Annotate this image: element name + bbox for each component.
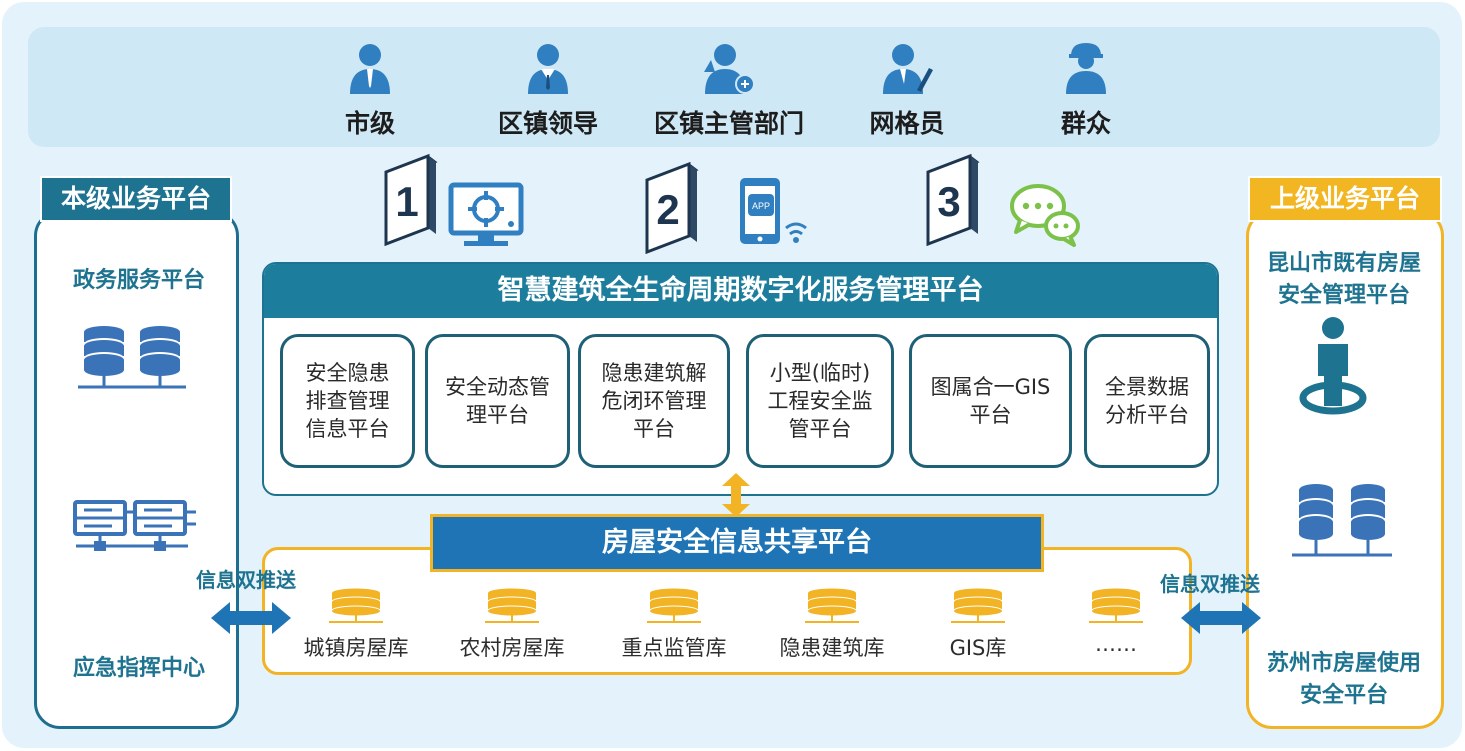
module-line: 隐患建筑解 <box>601 361 707 385</box>
module-hazard-inspection: 安全隐患 排查管理 信息平台 <box>280 334 415 468</box>
database-urban-housing: 城镇房屋库 <box>281 588 431 662</box>
user-role-label: 区镇领导 <box>497 109 598 138</box>
superior-business-platform-title: 上级业务平台 <box>1248 176 1442 222</box>
database-stack-icon <box>485 588 539 623</box>
kunshan-label-line1: 昆山市既有房屋 <box>1266 251 1421 276</box>
wechat-icon <box>1010 184 1080 247</box>
database-key-supervision: 重点监管库 <box>599 588 749 662</box>
module-small-project-supervision: 小型(临时) 工程安全监 管平台 <box>746 334 894 468</box>
official-icon <box>350 44 390 94</box>
module-gis-integration: 图属合一GIS 平台 <box>909 334 1072 468</box>
module-line: 全景数据 <box>1105 375 1189 399</box>
emergency-command-center-label: 应急指挥中心 <box>72 656 205 681</box>
user-role-label: 区镇主管部门 <box>653 109 804 138</box>
module-line: 图属合一GIS <box>930 375 1051 399</box>
superior-business-platform-panel <box>1246 210 1444 729</box>
database-label: 重点监管库 <box>621 636 727 660</box>
module-line: 平台 <box>969 403 1012 427</box>
user-role-grid-worker: 网格员 <box>817 42 997 142</box>
database-stack-icon <box>647 588 701 623</box>
database-label: 农村房屋库 <box>459 636 565 660</box>
grid-worker-icon <box>883 44 933 94</box>
horizontal-double-arrow-icon <box>211 602 291 634</box>
module-line: 平台 <box>633 417 675 441</box>
number-tile-2-label: 2 <box>656 186 679 233</box>
database-server-icon <box>1292 484 1392 557</box>
user-role-city: 市级 <box>280 42 460 142</box>
database-stack-icon <box>805 588 859 623</box>
module-line: 理平台 <box>466 403 529 427</box>
local-business-platform-panel <box>34 210 239 729</box>
smart-building-platform-title: 智慧建筑全生命周期数字化服务管理平台 <box>264 264 1217 318</box>
number-tile-3-label: 3 <box>937 178 960 225</box>
number-tile-2: 2 <box>645 162 699 254</box>
module-line: 管平台 <box>788 417 852 441</box>
push-label-left: 信息双推送 <box>196 568 296 592</box>
user-role-district-leader: 区镇领导 <box>458 42 638 142</box>
suzhou-housing-safety-platform-label: 苏州市房屋使用 安全平台 <box>1246 648 1442 712</box>
database-stack-icon <box>951 588 1005 623</box>
suzhou-label-line2: 安全平台 <box>1299 683 1388 708</box>
user-role-label: 网格员 <box>869 109 945 138</box>
database-label: 城镇房屋库 <box>303 636 409 660</box>
database-gis: GIS库 <box>903 588 1053 662</box>
user-role-label: 市级 <box>344 109 395 138</box>
kunshan-label-line2: 安全管理平台 <box>1277 283 1410 308</box>
user-role-district-department: 区镇主管部门 <box>639 42 819 142</box>
database-label: 隐患建筑库 <box>779 636 885 660</box>
horizontal-double-arrow-icon <box>1181 602 1261 634</box>
module-line: 排查管理 <box>305 389 390 413</box>
database-label: GIS库 <box>949 636 1007 660</box>
module-panoramic-data-analysis: 全景数据 分析平台 <box>1084 334 1210 468</box>
number-tile-1-label: 1 <box>395 178 418 225</box>
public-icon <box>1066 43 1106 94</box>
location-person-icon <box>1299 317 1367 415</box>
database-stack-icon <box>329 588 383 623</box>
network-server-icon <box>73 500 196 551</box>
monitor-icon <box>448 182 524 246</box>
vertical-double-arrow-icon <box>722 473 750 517</box>
local-business-platform-title: 本级业务平台 <box>40 176 232 222</box>
database-hazard-buildings: 隐患建筑库 <box>757 588 907 662</box>
database-server-icon <box>78 326 186 389</box>
number-tile-1: 1 <box>384 154 438 246</box>
user-role-label: 群众 <box>1060 109 1111 138</box>
database-more: …… <box>1041 588 1191 656</box>
suzhou-label-line1: 苏州市房屋使用 <box>1266 651 1421 676</box>
module-line: 小型(临时) <box>769 361 871 385</box>
number-tile-3: 3 <box>926 154 980 246</box>
module-line: 分析平台 <box>1105 403 1189 427</box>
database-label: …… <box>1095 632 1137 656</box>
module-line: 安全隐患 <box>305 361 390 385</box>
push-label-right: 信息双推送 <box>1160 572 1260 596</box>
module-safety-dynamics: 安全动态管 理平台 <box>425 334 570 468</box>
module-line: 信息平台 <box>305 417 390 441</box>
kunshan-housing-safety-platform-label: 昆山市既有房屋 安全管理平台 <box>1246 248 1442 312</box>
government-service-platform-label: 政务服务平台 <box>72 268 205 293</box>
module-line: 安全动态管 <box>445 375 550 399</box>
app-badge-label: APP <box>752 201 770 211</box>
module-line: 危闭环管理 <box>601 389 707 413</box>
leader-icon <box>528 44 568 94</box>
database-stack-icon <box>1089 588 1143 623</box>
department-manager-icon <box>704 44 755 94</box>
housing-safety-sharing-platform-title: 房屋安全信息共享平台 <box>430 514 1044 572</box>
module-hazard-closed-loop: 隐患建筑解 危闭环管理 平台 <box>578 334 730 468</box>
user-role-public: 群众 <box>996 42 1176 142</box>
mobile-app-icon: APP <box>740 178 807 244</box>
database-rural-housing: 农村房屋库 <box>437 588 587 662</box>
module-line: 工程安全监 <box>767 389 873 413</box>
